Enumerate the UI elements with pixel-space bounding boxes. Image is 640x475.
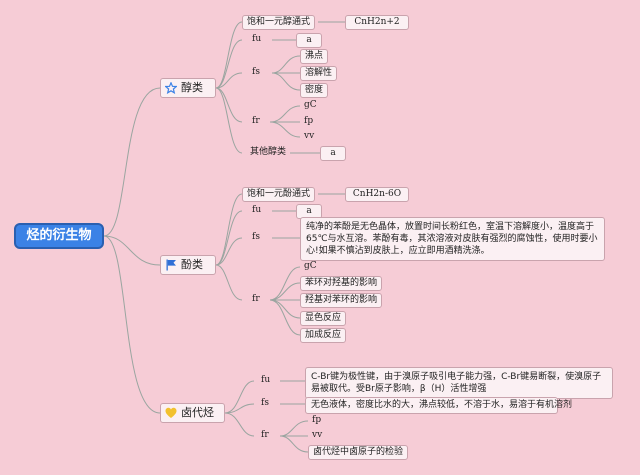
alcohol-other-value[interactable]: a: [320, 146, 346, 161]
phenol-fr-item[interactable]: 苯环对羟基的影响: [300, 276, 383, 291]
branch-alcohol-label: 醇类: [181, 81, 203, 94]
phenol-formula[interactable]: CnH2n-6O: [345, 187, 409, 202]
haloalkane-fr-item[interactable]: vv: [312, 430, 323, 440]
flag-icon: [165, 259, 177, 271]
haloalkane-fs-text[interactable]: 无色液体，密度比水的大，沸点较低，不溶于水，易溶于有机溶剂: [305, 397, 572, 414]
alcohol-other-label[interactable]: 其他醇类: [250, 147, 287, 157]
haloalkane-fr[interactable]: fr: [261, 430, 269, 440]
branch-phenol[interactable]: 酚类: [160, 255, 216, 275]
star-icon: [164, 81, 178, 95]
phenol-fr[interactable]: fr: [252, 294, 260, 304]
phenol-fr-item[interactable]: 显色反应: [300, 311, 347, 326]
branch-alcohol[interactable]: 醇类: [160, 78, 216, 98]
alcohol-fs[interactable]: fs: [252, 67, 260, 77]
alcohol-formula[interactable]: CnH2n+2: [345, 15, 409, 30]
root-topic[interactable]: 烃的衍生物: [14, 223, 104, 249]
phenol-fu[interactable]: fu: [252, 205, 262, 215]
haloalkane-fu-text[interactable]: C-Br键为极性键，由于溴原子吸引电子能力强，C-Br键易断裂，使溴原子易被取代…: [305, 367, 613, 399]
haloalkane-fr-item[interactable]: fp: [312, 415, 322, 425]
alcohol-fr-item[interactable]: vv: [304, 131, 315, 141]
phenol-formula-label[interactable]: 饱和一元酚通式: [242, 187, 316, 202]
branch-haloalkane[interactable]: 卤代烃: [160, 403, 225, 423]
haloalkane-fs[interactable]: fs: [261, 398, 269, 408]
alcohol-fs-item[interactable]: 沸点: [300, 49, 329, 64]
branch-haloalkane-label: 卤代烃: [181, 406, 214, 419]
phenol-fr-item[interactable]: 加成反应: [300, 328, 347, 343]
alcohol-fs-item[interactable]: 密度: [300, 83, 329, 98]
phenol-fs-text[interactable]: 纯净的苯酚是无色晶体，放置时间长粉红色，室温下溶解度小，温度高于65℃与水互溶。…: [300, 217, 605, 261]
haloalkane-fr-item[interactable]: 卤代烃中卤原子的检验: [308, 445, 409, 460]
alcohol-fr[interactable]: fr: [252, 116, 260, 126]
heart-icon: [165, 407, 177, 419]
phenol-fr-item[interactable]: gC: [304, 261, 317, 271]
branch-phenol-label: 酚类: [181, 258, 203, 271]
phenol-fs[interactable]: fs: [252, 232, 260, 242]
alcohol-fr-item[interactable]: gC: [304, 100, 317, 110]
haloalkane-fu[interactable]: fu: [261, 375, 271, 385]
phenol-fr-item[interactable]: 羟基对苯环的影响: [300, 293, 383, 308]
alcohol-fs-item[interactable]: 溶解性: [300, 66, 338, 81]
alcohol-fu-value[interactable]: a: [296, 33, 322, 48]
alcohol-formula-label[interactable]: 饱和一元醇通式: [242, 15, 316, 30]
alcohol-fr-item[interactable]: fp: [304, 116, 314, 126]
alcohol-fu[interactable]: fu: [252, 34, 262, 44]
